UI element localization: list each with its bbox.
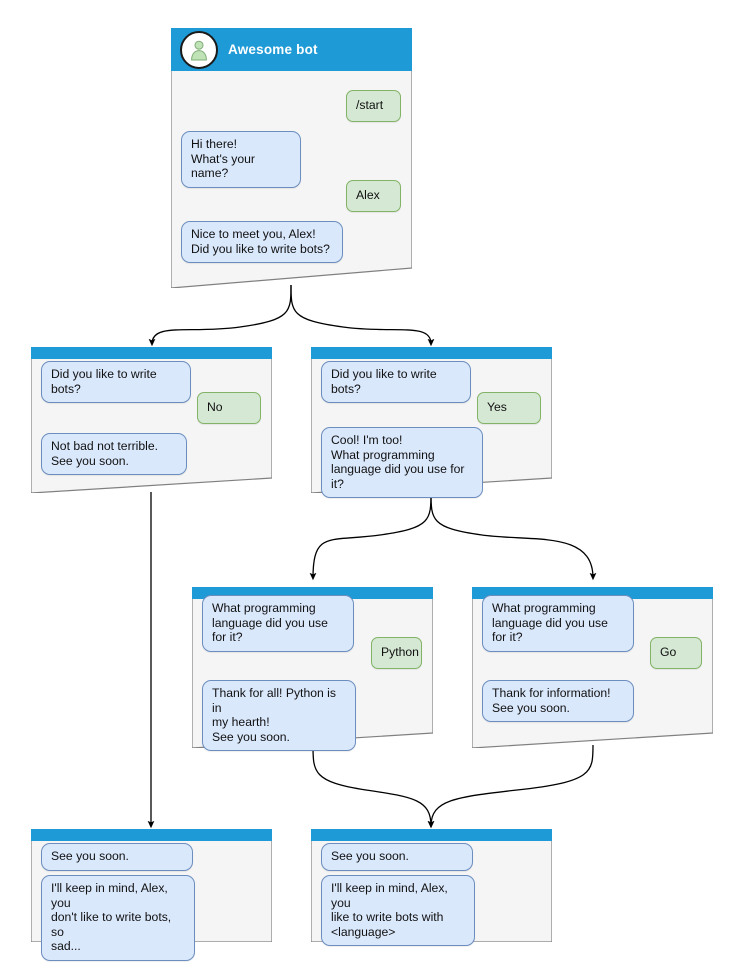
screen-content: Did you like to write bots? No Not bad n… [31, 347, 272, 493]
message-bubble-user[interactable]: Python [371, 637, 422, 669]
message-bubble-bot[interactable]: What programming language did you use fo… [482, 595, 634, 652]
message-bubble-bot[interactable]: See you soon. [321, 843, 473, 871]
message-bubble-bot[interactable]: Hi there! What's your name? [181, 131, 301, 188]
message-bubble-bot[interactable]: See you soon. [41, 843, 193, 871]
edge-yes-to-python [309, 491, 432, 581]
node-go-branch-screen[interactable]: What programming language did you use fo… [472, 587, 713, 748]
edge-start-to-yes [290, 284, 435, 347]
message-bubble-bot[interactable]: I'll keep in mind, Alex, you don't like … [41, 875, 195, 961]
message-bubble-user[interactable]: Yes [477, 392, 541, 424]
screen-title: Awesome bot [228, 42, 318, 57]
node-yes-branch-screen[interactable]: Did you like to write bots? Yes Cool! I'… [311, 347, 552, 499]
message-bubble-bot[interactable]: Thank for all! Python is in my hearth! S… [202, 680, 356, 752]
screen-titlebar: Awesome bot [171, 28, 412, 71]
message-bubble-bot[interactable]: Thank for information! See you soon. [482, 680, 634, 723]
edge-python-to-end-happy [312, 744, 435, 829]
screen-content: See you soon. I'll keep in mind, Alex, y… [311, 829, 552, 947]
message-bubble-bot[interactable]: Did you like to write bots? [321, 361, 471, 404]
edge-start-to-no [148, 284, 292, 347]
node-end-sad-screen[interactable]: See you soon. I'll keep in mind, Alex, y… [31, 829, 272, 961]
node-end-happy-screen[interactable]: See you soon. I'll keep in mind, Alex, y… [311, 829, 552, 947]
screen-content: Awesome bot /start Hi there! What's your… [171, 28, 412, 288]
screen-content: See you soon. I'll keep in mind, Alex, y… [31, 829, 272, 961]
screen-content: What programming language did you use fo… [192, 587, 433, 752]
edge-go-to-end-happy [427, 744, 594, 829]
node-start-screen[interactable]: Awesome bot /start Hi there! What's your… [171, 28, 412, 288]
screen-content: What programming language did you use fo… [472, 587, 713, 748]
edge-yes-to-go [430, 491, 597, 581]
message-bubble-bot[interactable]: Did you like to write bots? [41, 361, 191, 404]
message-bubble-bot[interactable]: Cool! I'm too! What programming language… [321, 427, 483, 499]
message-bubble-user[interactable]: No [197, 392, 261, 424]
user-avatar-icon [180, 30, 218, 69]
message-bubble-user[interactable]: /start [346, 90, 401, 122]
node-no-branch-screen[interactable]: Did you like to write bots? No Not bad n… [31, 347, 272, 493]
message-bubble-bot[interactable]: I'll keep in mind, Alex, you like to wri… [321, 875, 475, 947]
node-python-branch-screen[interactable]: What programming language did you use fo… [192, 587, 433, 752]
message-bubble-bot[interactable]: What programming language did you use fo… [202, 595, 354, 652]
message-bubble-bot[interactable]: Not bad not terrible. See you soon. [41, 433, 187, 476]
message-bubble-user[interactable]: Alex [346, 180, 401, 212]
message-bubble-bot[interactable]: Nice to meet you, Alex! Did you like to … [181, 221, 343, 264]
screen-content: Did you like to write bots? Yes Cool! I'… [311, 347, 552, 499]
message-bubble-user[interactable]: Go [650, 637, 702, 669]
